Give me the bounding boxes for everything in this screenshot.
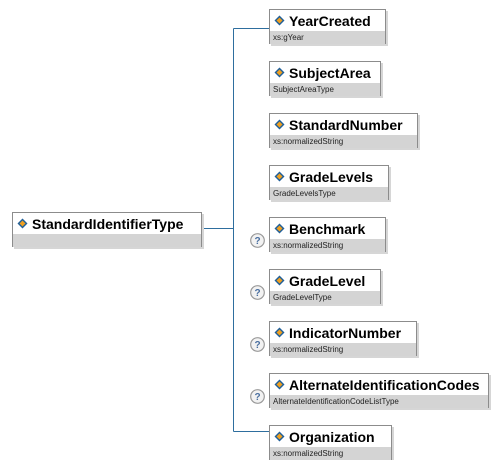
- element-title: StandardNumber: [270, 114, 417, 135]
- element-title: IndicatorNumber: [270, 322, 416, 343]
- question-mark-icon: ?: [250, 337, 265, 352]
- element-type: GradeLevelsType: [270, 187, 388, 200]
- svg-text:?: ?: [254, 392, 260, 403]
- element-diamond-icon: [274, 119, 285, 130]
- root-element-title: StandardIdentifierType: [13, 213, 201, 234]
- element-type: xs:normalizedString: [270, 239, 385, 252]
- element-name: Organization: [289, 428, 375, 445]
- child-element-standard-number[interactable]: StandardNumber xs:normalizedString: [269, 113, 418, 148]
- question-mark-icon: ?: [250, 233, 265, 248]
- child-element-benchmark[interactable]: Benchmark xs:normalizedString: [269, 217, 386, 252]
- element-diamond-icon: [274, 223, 285, 234]
- child-element-year-created[interactable]: YearCreated xs:gYear: [269, 9, 386, 44]
- root-element[interactable]: StandardIdentifierType: [12, 212, 202, 247]
- element-type: SubjectAreaType: [270, 83, 380, 96]
- element-diamond-icon: [274, 431, 285, 442]
- svg-text:?: ?: [254, 236, 260, 247]
- element-title: Organization: [270, 426, 391, 447]
- element-type: xs:gYear: [270, 31, 385, 44]
- element-diamond-icon: [274, 67, 285, 78]
- svg-text:?: ?: [254, 340, 260, 351]
- element-name: GradeLevels: [289, 168, 374, 185]
- child-element-indicator-number[interactable]: IndicatorNumber xs:normalizedString: [269, 321, 417, 356]
- element-diamond-icon: [274, 171, 285, 182]
- element-type: xs:normalizedString: [270, 343, 416, 356]
- element-name: YearCreated: [289, 12, 371, 29]
- element-type: xs:normalizedString: [270, 447, 391, 460]
- element-title: Benchmark: [270, 218, 385, 239]
- element-diamond-icon: [17, 218, 28, 229]
- element-diamond-icon: [274, 15, 285, 26]
- svg-text:?: ?: [254, 288, 260, 299]
- element-diamond-icon: [274, 275, 285, 286]
- element-diamond-icon: [274, 327, 285, 338]
- root-element-name: StandardIdentifierType: [32, 215, 184, 232]
- element-name: AlternateIdentificationCodes: [289, 376, 480, 393]
- element-type: xs:normalizedString: [270, 135, 417, 148]
- question-mark-icon: ?: [250, 285, 265, 300]
- element-title: GradeLevel: [270, 270, 380, 291]
- element-diamond-icon: [274, 379, 285, 390]
- element-name: SubjectArea: [289, 64, 371, 81]
- element-type: AlternateIdentificationCodeListType: [270, 395, 488, 408]
- element-title: YearCreated: [270, 10, 385, 31]
- element-name: GradeLevel: [289, 272, 366, 289]
- element-name: IndicatorNumber: [289, 324, 402, 341]
- element-title: AlternateIdentificationCodes: [270, 374, 488, 395]
- element-type: GradeLevelType: [270, 291, 380, 304]
- element-title: GradeLevels: [270, 166, 388, 187]
- element-title: SubjectArea: [270, 62, 380, 83]
- question-mark-icon: ?: [250, 389, 265, 404]
- element-name: StandardNumber: [289, 116, 403, 133]
- root-element-type: [13, 234, 201, 247]
- element-name: Benchmark: [289, 220, 366, 237]
